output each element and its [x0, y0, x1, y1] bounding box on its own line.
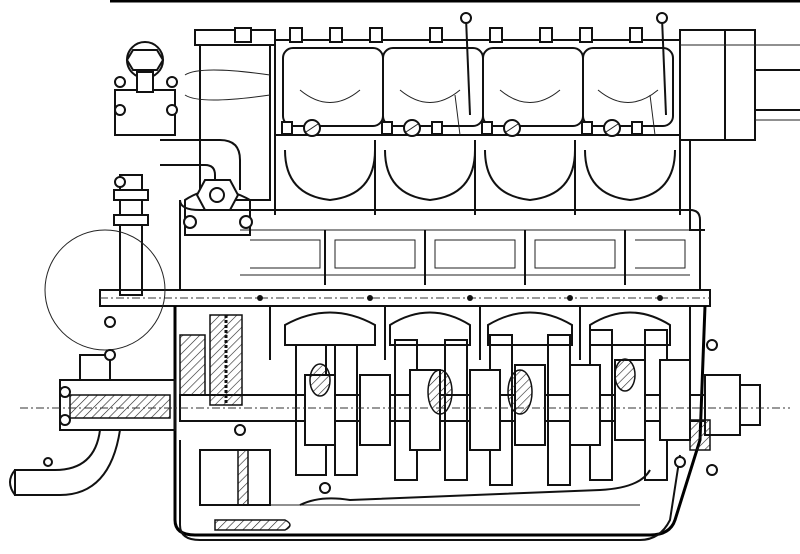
head-bolts — [289, 27, 643, 43]
oil-filler-fitting — [114, 41, 178, 136]
fuel-pipe — [99, 289, 711, 307]
timing-chain — [179, 314, 243, 406]
inlet-manifold — [160, 27, 276, 201]
distributor-clamp — [183, 179, 253, 236]
oil-sump — [179, 440, 681, 541]
water-pump — [9, 354, 176, 496]
rocker-screws — [281, 119, 643, 137]
pistons — [284, 311, 671, 346]
crankcase-bolts — [104, 316, 686, 494]
cylinder-block — [179, 199, 701, 291]
rocker-push-rods — [454, 12, 668, 136]
rear-housing — [679, 29, 800, 231]
combustion-chambers — [274, 135, 681, 215]
flywheel-flange — [689, 339, 761, 476]
flywheel-outline — [44, 229, 166, 351]
crankcase — [173, 305, 707, 537]
crankshaft — [179, 358, 706, 451]
oil-pump-column — [113, 174, 149, 296]
valve-covers — [274, 39, 681, 136]
